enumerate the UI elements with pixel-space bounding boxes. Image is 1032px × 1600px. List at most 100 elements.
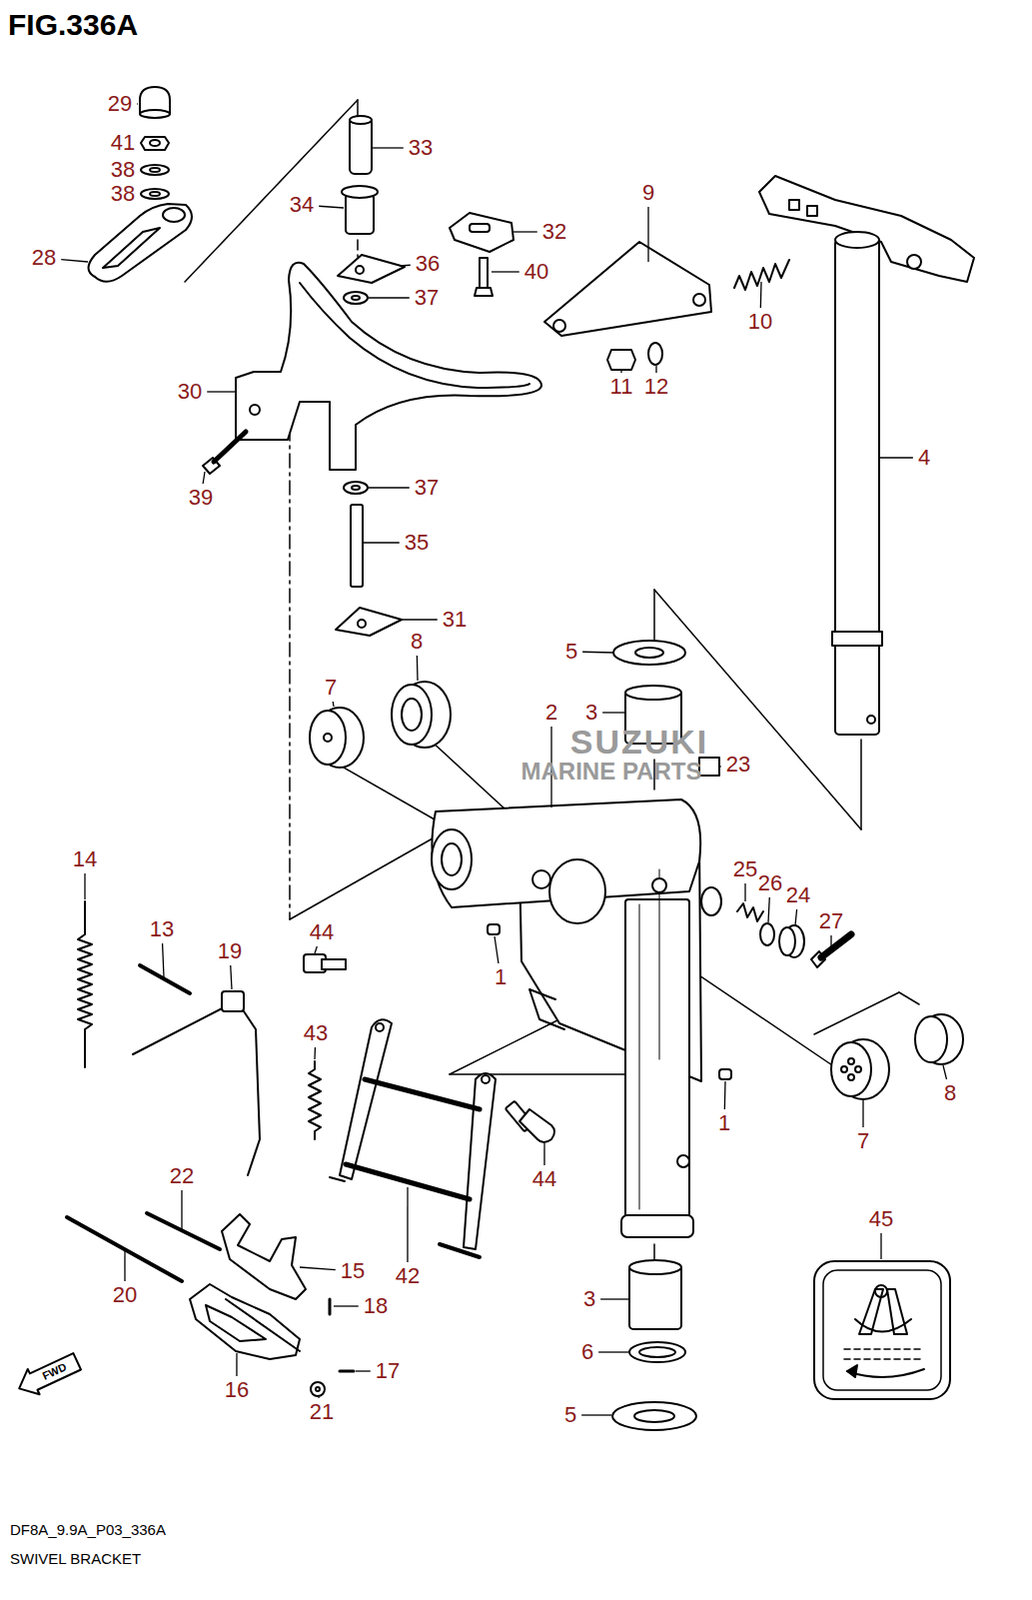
leader-line	[600, 1297, 629, 1299]
callout-number: 28	[30, 246, 57, 269]
leader-line	[768, 897, 770, 923]
callout-number: 37	[413, 476, 440, 499]
callout-number: 18	[362, 1294, 389, 1317]
leader-line	[333, 1304, 359, 1306]
leader-line	[368, 296, 410, 298]
leader-line	[491, 270, 520, 272]
leader-line	[162, 943, 164, 978]
callout-number: 29	[106, 92, 133, 115]
leader-line	[401, 618, 438, 620]
leader-line	[647, 206, 649, 262]
callout-number: 40	[523, 260, 550, 283]
callout-number: 41	[109, 131, 136, 154]
figure-title: FIG.336A	[7, 9, 138, 40]
callout-number: 11	[609, 375, 635, 398]
watermark: SUZUKI	[570, 724, 710, 759]
figure-caption: SWIVEL BRACKET	[9, 1550, 141, 1566]
callout-number: 38	[109, 158, 136, 181]
callout-number: 3	[582, 1287, 597, 1310]
callout-number: 24	[785, 884, 812, 907]
callout-number: 34	[288, 193, 315, 216]
leader-line	[399, 264, 411, 267]
callout-number: 30	[176, 380, 203, 403]
callout-number: 20	[111, 1283, 138, 1306]
leader-line	[795, 909, 798, 926]
callout-number: 21	[308, 1400, 335, 1423]
callout-number: 31	[441, 608, 468, 631]
leader-line	[582, 651, 614, 654]
leader-line	[368, 486, 410, 488]
leader-line	[235, 1352, 237, 1376]
leader-line	[513, 230, 538, 232]
callout-number: 39	[187, 486, 214, 509]
leader-line	[760, 281, 763, 308]
callout-number: 7	[856, 1129, 871, 1152]
callout-number: 23	[725, 753, 752, 776]
leader-line	[862, 1099, 864, 1127]
callout-number: 8	[943, 1081, 958, 1104]
drawing-code: DF8A_9.9A_P03_336A	[9, 1521, 166, 1537]
callout-number: 15	[339, 1259, 366, 1282]
leader-line	[416, 655, 419, 681]
leader-line	[880, 456, 914, 458]
callout-number: 1	[717, 1111, 732, 1134]
leader-line	[355, 1369, 371, 1371]
callout-number: 38	[109, 182, 136, 205]
leader-line	[136, 102, 139, 104]
callout-number: 6	[580, 1340, 595, 1363]
leader-line	[123, 1250, 125, 1281]
callout-number: 44	[531, 1167, 558, 1190]
callout-number: 32	[541, 220, 568, 243]
callout-number: 25	[732, 858, 759, 881]
callout-number: 22	[168, 1164, 195, 1187]
leader-line	[744, 883, 746, 902]
leader-line	[602, 711, 625, 713]
leader-line	[581, 1413, 612, 1415]
leader-line	[830, 935, 832, 950]
callout-number: 4	[917, 446, 932, 469]
callout-number: 33	[407, 136, 434, 159]
callout-number: 43	[302, 1022, 329, 1044]
leader-line	[724, 1080, 727, 1109]
leader-line	[318, 205, 344, 208]
callout-number: 16	[223, 1378, 250, 1401]
leader-line	[943, 1064, 948, 1079]
callout-number: 42	[394, 1264, 421, 1287]
leader-line	[332, 701, 335, 707]
watermark: MARINE PARTS	[521, 759, 703, 784]
leader-line	[202, 471, 205, 484]
callout-number: 9	[641, 181, 656, 204]
leader-line	[620, 370, 622, 373]
leader-line	[206, 390, 236, 392]
callout-number: 8	[409, 630, 424, 653]
callout-number: 7	[323, 676, 338, 699]
leader-line	[317, 1396, 319, 1398]
leader-line	[372, 146, 404, 148]
leader-line	[598, 1350, 629, 1352]
leader-line	[363, 541, 400, 543]
callout-number: 37	[413, 286, 440, 309]
leader-line	[180, 1189, 182, 1229]
leader-line	[406, 1186, 408, 1262]
callout-number: 13	[148, 918, 175, 941]
leader-line	[313, 1046, 316, 1059]
callout-number: 19	[216, 940, 243, 963]
callout-number: 5	[563, 1403, 578, 1426]
callout-number: 10	[747, 310, 774, 333]
callout-number: 17	[374, 1359, 401, 1382]
leader-line	[719, 765, 722, 767]
callout-number: 44	[308, 921, 335, 944]
callout-number: 27	[818, 910, 845, 933]
leader-line	[60, 259, 88, 262]
callout-number: 14	[71, 848, 98, 871]
leader-line	[543, 1142, 545, 1165]
leader-line	[314, 946, 317, 954]
leader-line	[83, 873, 85, 900]
leader-line	[299, 1266, 336, 1270]
callout-number: 35	[403, 531, 430, 554]
callout-number: 36	[414, 252, 441, 275]
callout-number: 26	[757, 872, 784, 895]
callout-number: 2	[544, 701, 559, 724]
